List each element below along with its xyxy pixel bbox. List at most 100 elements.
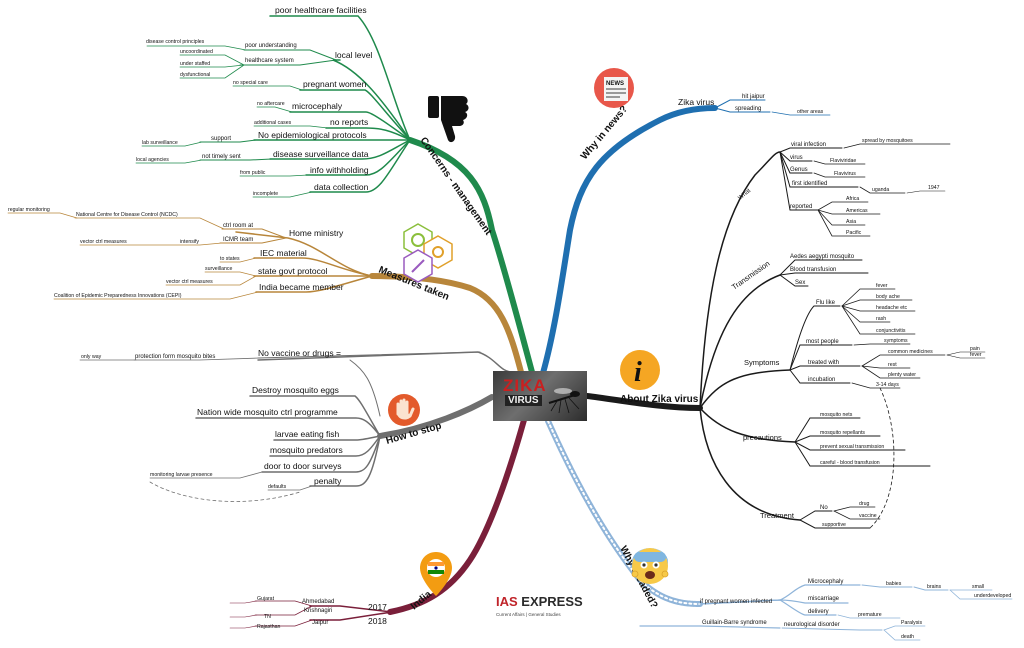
- label-underdeveloped: underdeveloped: [974, 593, 1011, 599]
- label-uncoordinated: uncoordinated: [180, 49, 213, 55]
- center-title-line1: ZIKA: [503, 376, 547, 395]
- label-local-agencies: local agencies: [136, 157, 169, 163]
- label-rash: rash: [876, 316, 886, 322]
- info-icon: i: [620, 350, 660, 390]
- label-flaviviridae: Flaviviridae: [830, 158, 856, 164]
- label-babies: babies: [886, 581, 902, 587]
- label-vaccine: vaccine: [859, 513, 877, 519]
- label-hit-jaipur: hit jaipur: [742, 94, 765, 100]
- label-intensify: intensify: [180, 239, 199, 245]
- branch-title-about: About Zika virus: [620, 394, 699, 405]
- label-to-states: to states: [220, 256, 240, 262]
- label-conjunctivitis: conjunctivitis: [876, 328, 906, 334]
- branch-title-concerns: Concerns - management: [418, 135, 494, 237]
- label-repellants: mosquito repellants: [820, 430, 865, 436]
- label-cepi: Coalition of Epidemic Preparedness Innov…: [54, 293, 182, 299]
- label-first-identified: first identified: [792, 181, 827, 187]
- label-disease-surveillance-data: disease surveillance data: [273, 149, 369, 159]
- label-destroy-eggs: Destroy mosquito eggs: [252, 385, 339, 395]
- stop-hand-icon: [388, 394, 420, 426]
- label-iec-material: IEC material: [260, 248, 307, 258]
- measures-labels: Home ministry ctrl room at National Cent…: [8, 207, 451, 303]
- label-days: 3-14 days: [876, 382, 899, 388]
- label-healthcare-system: healthcare system: [245, 58, 294, 64]
- label-fever-2: fever: [970, 352, 982, 358]
- label-treatment: Treatment: [760, 511, 795, 520]
- label-drug: drug: [859, 501, 869, 507]
- label-defaults: defaults: [268, 484, 287, 490]
- label-vector-ctrl-2: vector ctrl measures: [166, 279, 213, 285]
- label-incomplete: incomplete: [253, 191, 278, 197]
- label-larvae-fish: larvae eating fish: [275, 429, 340, 439]
- label-surveillance: surveillance: [205, 266, 233, 272]
- label-premature: premature: [858, 612, 882, 618]
- label-death: death: [901, 634, 914, 640]
- label-uganda: uganda: [872, 187, 889, 193]
- label-poor-healthcare: poor healthcare facilities: [275, 5, 367, 15]
- label-microcephaly: Microcephaly: [808, 579, 843, 585]
- label-india-member: India became member: [259, 282, 344, 292]
- label-gujarat: Gujarat: [257, 596, 275, 602]
- label-home-ministry: Home ministry: [289, 228, 344, 238]
- label-not-timely-sent: not timely sent: [202, 154, 241, 160]
- branch-measures: [7, 212, 524, 375]
- label-careful-blood: careful - blood transfusion: [820, 460, 880, 466]
- label-vector-ctrl-1: vector ctrl measures: [80, 239, 127, 245]
- label-ahmedabad: Ahmedabad: [302, 599, 334, 605]
- brand-part2: EXPRESS: [517, 594, 583, 609]
- label-no-reports: no reports: [330, 117, 368, 127]
- india-pin-icon: [420, 552, 452, 596]
- label-disease-ctrl-principles: disease control principles: [146, 39, 205, 45]
- label-precautions: precautions: [743, 433, 782, 442]
- label-mosquito-nets: mosquito nets: [820, 412, 853, 418]
- label-pacific: Pacific: [846, 230, 862, 236]
- label-predators: mosquito predators: [270, 445, 343, 455]
- how-to-stop-labels: No vaccine or drugs = protection form mo…: [81, 348, 443, 490]
- thumbs-down-icon: [428, 96, 469, 143]
- label-2018: 2018: [368, 616, 387, 626]
- label-poor-understanding: poor understanding: [245, 43, 297, 49]
- label-tn: TN: [264, 614, 271, 620]
- label-genus: Genus: [790, 167, 808, 173]
- label-neuro: neurological disorder: [784, 622, 840, 628]
- info-icon-letter: i: [634, 357, 642, 388]
- label-protection: protection form mosquito bites: [135, 354, 215, 360]
- label-2017: 2017: [368, 602, 387, 612]
- branch-about: [584, 143, 986, 529]
- label-africa: Africa: [846, 196, 859, 202]
- label-monitoring-larvae: monitoring larvae presence: [150, 472, 213, 478]
- label-gbs: Guillain-Barre syndrome: [702, 620, 767, 626]
- branch-title-why-news: Why in news?: [579, 104, 630, 162]
- newspaper-icon: NEWS: [594, 68, 634, 108]
- label-fever: fever: [876, 283, 888, 289]
- india-labels: 2017 2018 Ahmedabad Gujarat Krishnagiri …: [257, 589, 434, 630]
- label-ncdc: National Centre for Disease Control (NCD…: [76, 212, 178, 218]
- label-flavivirus: Flavivirus: [834, 171, 856, 177]
- label-jaipur: Jaipur: [312, 620, 328, 626]
- label-pregnant-infected: if pregnant women infected: [700, 599, 772, 605]
- label-paralysis: Paralysis: [901, 620, 922, 626]
- label-rest: rest: [888, 362, 897, 368]
- label-local-level: local level: [335, 50, 372, 60]
- mosquito-icon: [548, 388, 580, 414]
- label-treated-with: treated with: [808, 360, 839, 366]
- branch-concerns: [135, 15, 535, 375]
- label-headache: headache etc: [876, 305, 908, 311]
- branch-how-to-stop: [79, 351, 513, 502]
- label-symptoms-low: symptoms: [884, 338, 908, 344]
- label-transmission: Transmission: [730, 259, 771, 292]
- label-state-protocol: state govt protocol: [258, 266, 328, 276]
- label-support: support: [211, 136, 231, 142]
- label-virus: virus: [790, 155, 803, 161]
- label-nationwide: Nation wide mosquito ctrl programme: [197, 407, 338, 417]
- label-ctrl-room: ctrl room at: [223, 223, 253, 229]
- label-americas: Americas: [846, 208, 868, 214]
- label-penalty: penalty: [314, 476, 342, 486]
- label-brains: brains: [927, 584, 942, 590]
- label-krishnagiri: Krishnagiri: [304, 608, 332, 614]
- center-zika-virus-image: ZIKA VIRUS: [493, 371, 587, 421]
- label-pregnant-women: pregnant women: [303, 79, 367, 89]
- label-blood-transfusion: Blood transfusion: [790, 267, 836, 273]
- brand-logo: IAS EXPRESS Current Affairs | General St…: [496, 593, 583, 617]
